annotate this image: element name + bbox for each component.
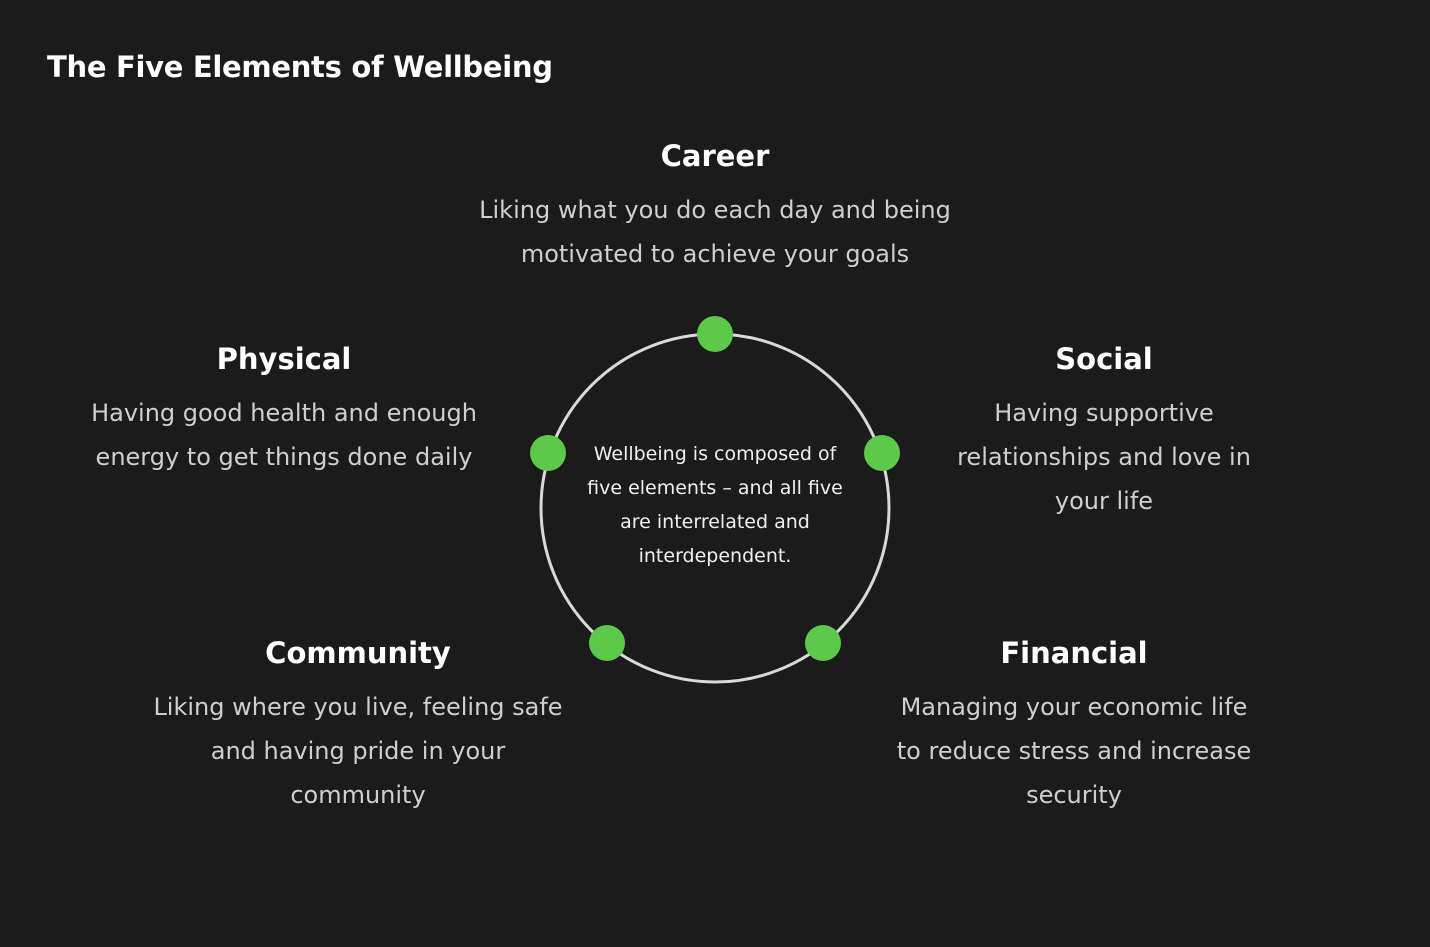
element-social: Social Having supportive relationships a… (929, 341, 1279, 523)
element-title: Physical (216, 342, 352, 376)
element-physical: Physical Having good health and enough e… (79, 341, 489, 479)
element-description: Having good health and enough energy to … (91, 399, 477, 471)
page-title: The Five Elements of Wellbeing (47, 50, 553, 84)
element-title: Financial (1000, 636, 1148, 670)
element-career: Career Liking what you do each day and b… (440, 138, 990, 276)
node-career (697, 316, 733, 352)
node-social (864, 435, 900, 471)
node-physical (530, 435, 566, 471)
element-financial: Financial Managing your economic life to… (889, 635, 1259, 817)
element-community: Community Liking where you live, feeling… (153, 635, 563, 817)
element-title: Career (660, 139, 770, 173)
element-description: Liking what you do each day and being mo… (479, 196, 951, 268)
element-title: Social (1055, 342, 1153, 376)
element-description: Having supportive relationships and love… (957, 399, 1251, 515)
element-title: Community (265, 636, 451, 670)
element-description: Liking where you live, feeling safe and … (153, 693, 563, 809)
node-financial (805, 625, 841, 661)
node-community (589, 625, 625, 661)
center-text: Wellbeing is composed of five elements –… (587, 443, 843, 567)
element-description: Managing your economic life to reduce st… (896, 693, 1252, 809)
